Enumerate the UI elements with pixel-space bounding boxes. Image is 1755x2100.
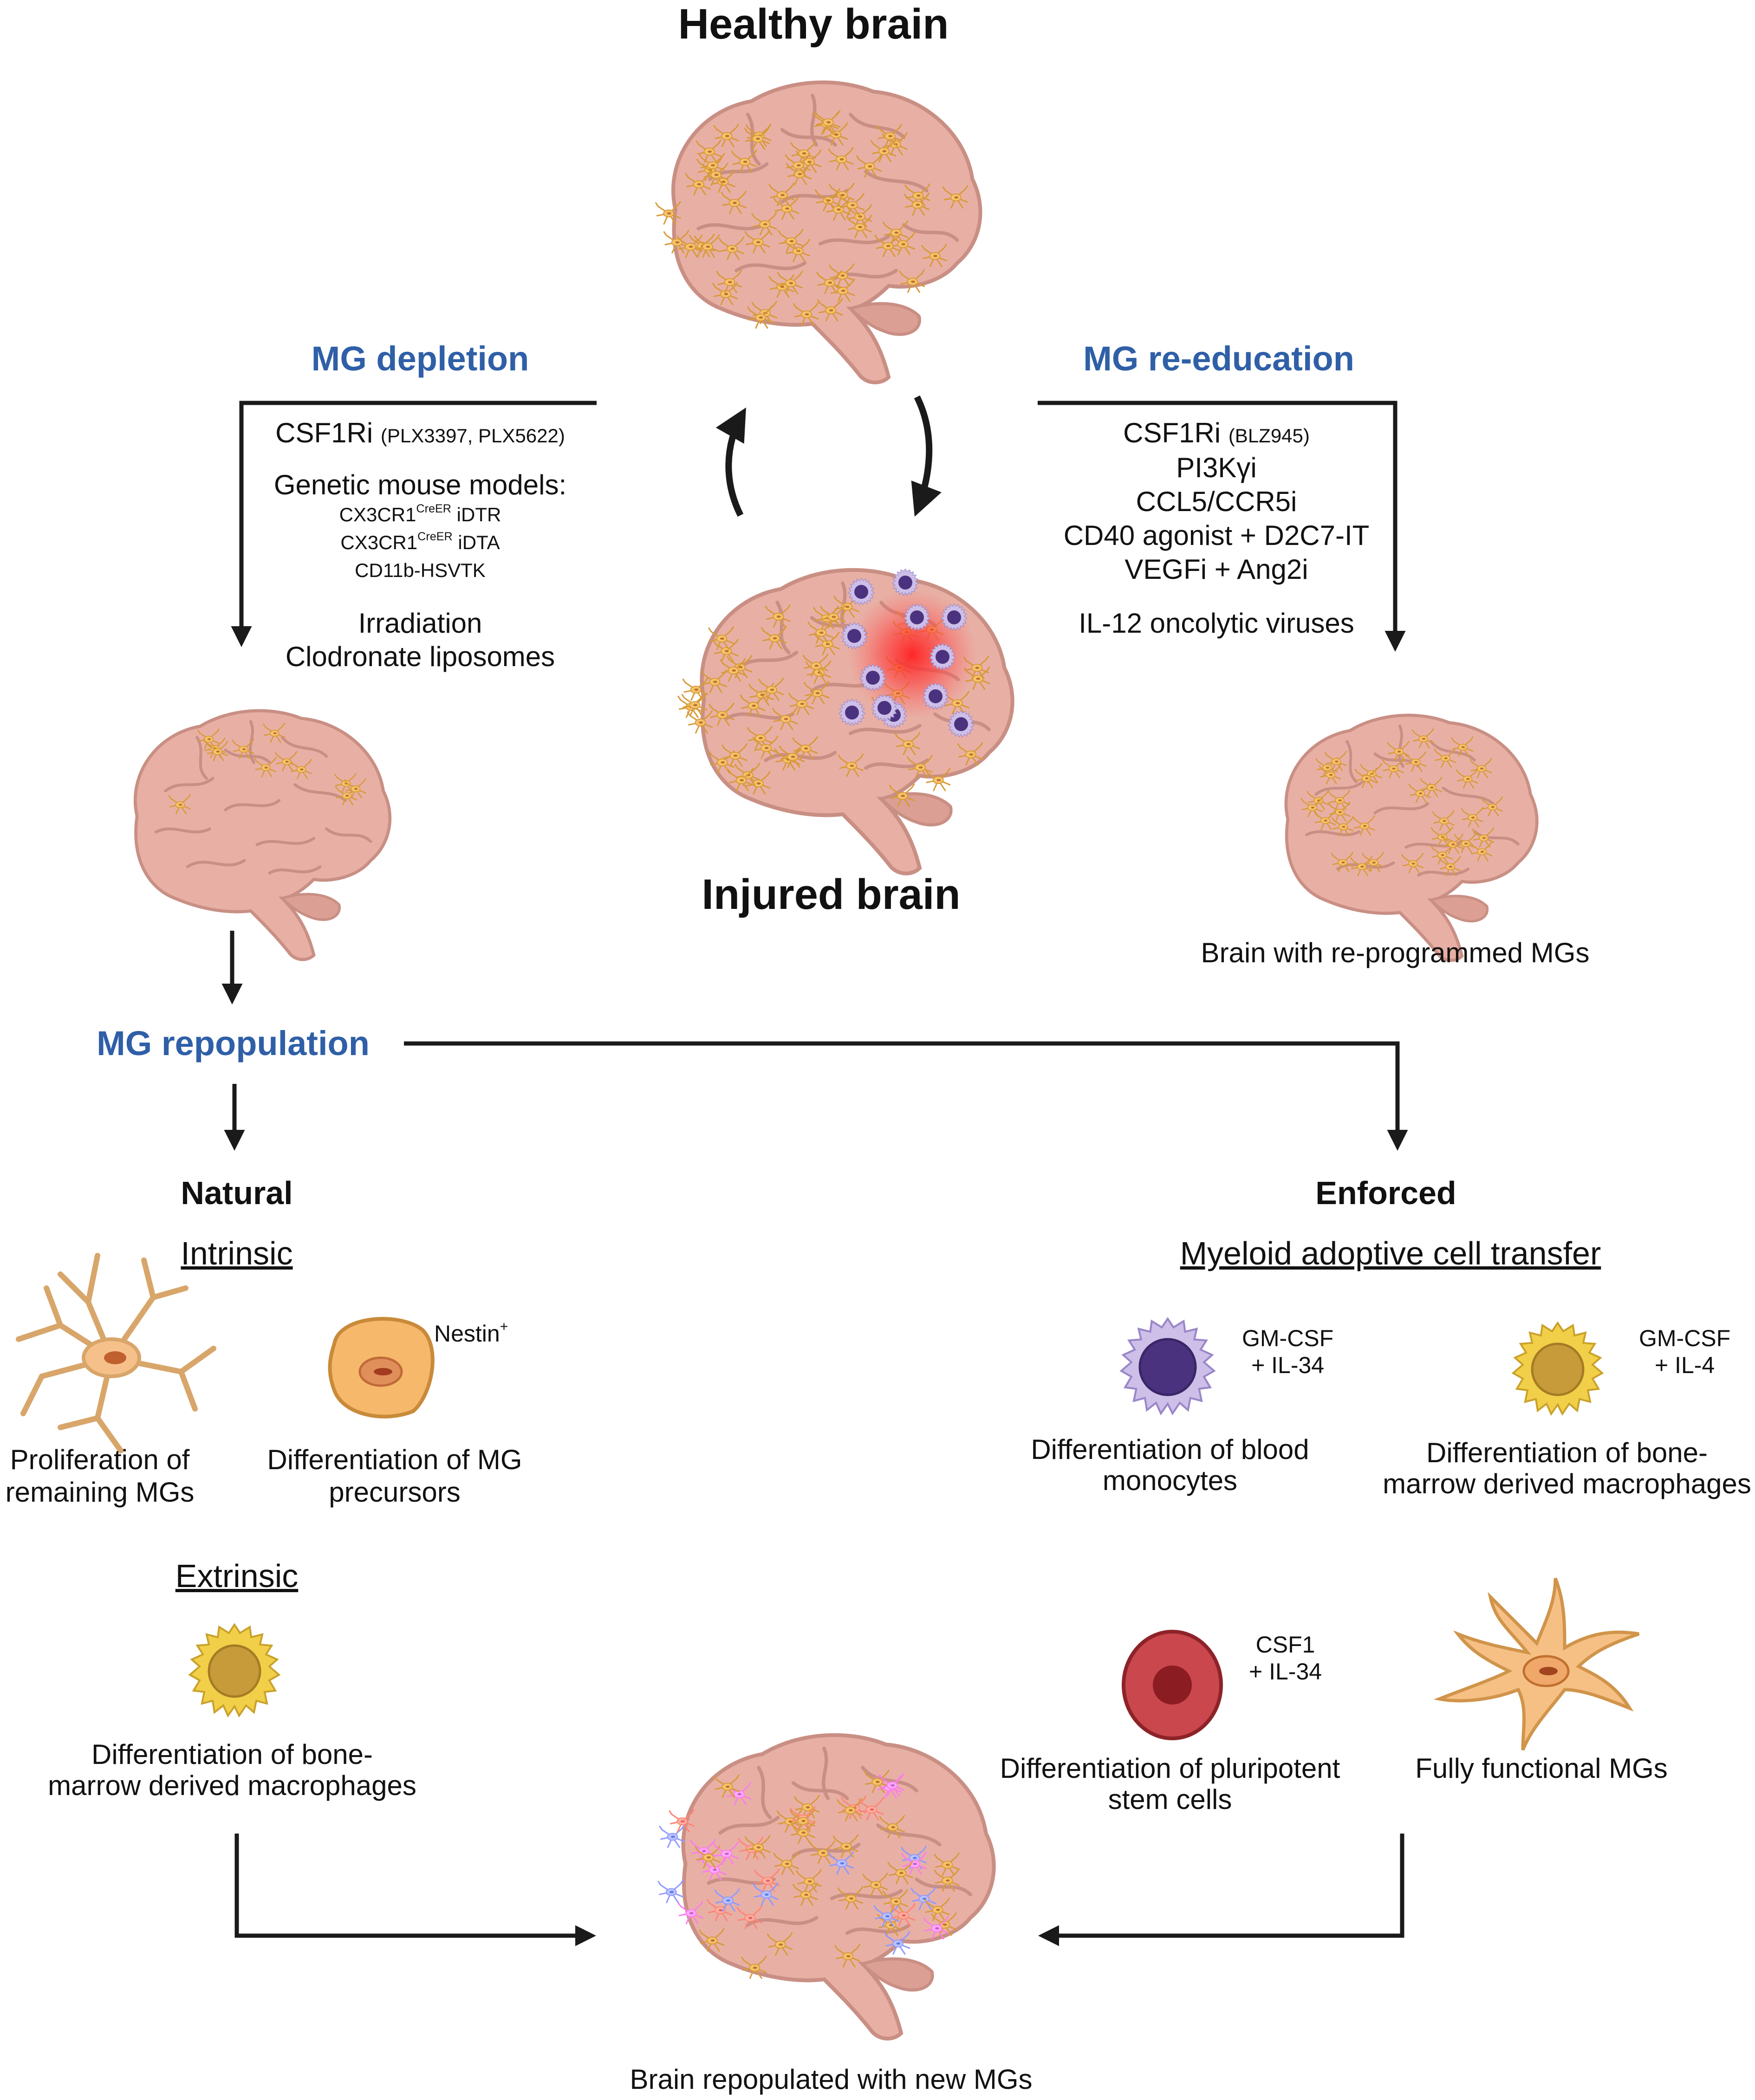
repopulated-brain-caption: Brain repopulated with new MGs: [630, 2064, 1033, 2095]
genetic-model-2: CX3CR1CreER iDTA: [340, 531, 500, 554]
injured-brain-title: Injured brain: [702, 871, 961, 918]
infiltrating-monocyte: [948, 710, 975, 738]
proliferation-line-1: Proliferation of: [10, 1444, 190, 1475]
model-2-base: CX3CR1: [340, 531, 418, 553]
mg-precursor-icon: [328, 1317, 435, 1419]
natural-heading: Natural: [181, 1175, 293, 1211]
reeducation-arrow: [1038, 401, 1406, 652]
gm-il34-label: GM-CSF+ IL-34: [1242, 1325, 1333, 1379]
depletion-csf1ri-detail: (PLX3397, PLX5622): [380, 425, 565, 447]
functional-mgs-label: Fully functional MGs: [1415, 1753, 1668, 1784]
natural-macrophage-line-2: marrow derived macrophages: [48, 1770, 416, 1801]
model-1-suffix: iDTR: [451, 504, 501, 525]
csf1-il34-line-2: + IL-34: [1249, 1658, 1322, 1685]
depletion-csf1ri-label: CSF1Ri: [275, 417, 373, 448]
depletion-arrow: [231, 401, 597, 647]
infiltrating-monocyte: [929, 643, 956, 670]
genetic-model-1: CX3CR1CreER iDTR: [339, 502, 501, 526]
depletion-clodronate: Clodronate liposomes: [285, 641, 555, 672]
infiltrating-monocyte: [922, 682, 949, 710]
infiltrating-monocyte: [904, 603, 930, 631]
reprogrammed-brain-caption: Brain with re-programmed MGs: [1201, 937, 1590, 968]
infiltrating-monocyte: [892, 569, 919, 596]
reeducation-item-2: CCL5/CCR5i: [1136, 486, 1297, 517]
monocytes-line-1: Differentiation of blood: [1031, 1434, 1309, 1465]
depleted-brain-illustration: [135, 711, 390, 959]
nestin-base: Nestin: [434, 1321, 500, 1347]
stem-cells-line-2: stem cells: [1108, 1784, 1232, 1815]
infiltrating-monocyte: [859, 664, 886, 691]
gm-il34-line-1: GM-CSF: [1242, 1325, 1334, 1351]
reeducation-csf1ri-label: CSF1Ri: [1123, 417, 1221, 448]
nestin-sup: +: [500, 1319, 508, 1335]
resting-microglia-icon: [16, 1253, 216, 1453]
gm-il34-line-2: + IL-34: [1251, 1352, 1325, 1378]
intrinsic-heading: Intrinsic: [181, 1235, 293, 1271]
healthy-brain-title: Healthy brain: [678, 0, 949, 48]
model-1-sup: CreER: [416, 502, 451, 516]
reeducation-item-4: VEGFi + Ang2i: [1124, 554, 1308, 585]
injured-brain-illustration: [677, 569, 1013, 874]
reeducation-item-3: CD40 agonist + D2C7-IT: [1063, 520, 1370, 551]
infiltrating-monocyte: [848, 578, 875, 605]
stem-cells-line-1: Differentiation of pluripotent: [1000, 1753, 1340, 1784]
repopulation-heading: MG repopulation: [97, 1024, 370, 1063]
repopulated-brain-illustration: [657, 1735, 994, 2039]
enforced-macrophage-line-1: Differentiation of bone-: [1426, 1437, 1708, 1468]
reeducation-viruses: IL-12 oncolytic viruses: [1079, 608, 1354, 639]
healthy-brain-illustration: [655, 82, 981, 382]
reeducation-csf1ri-detail: (BLZ945): [1228, 425, 1310, 447]
infiltrating-monocyte: [841, 622, 868, 649]
enforced-macrophage-line-2: marrow derived macrophages: [1383, 1468, 1751, 1499]
depletion-heading: MG depletion: [311, 339, 529, 378]
model-2-sup: CreER: [417, 530, 453, 544]
reeducation-csf1ri: CSF1Ri (BLZ945): [1123, 417, 1310, 449]
reeducation-item-1: PI3Kγi: [1176, 452, 1257, 483]
model-1-base: CX3CR1: [339, 504, 416, 525]
pluripotent-stem-cell-icon: [1122, 1630, 1223, 1740]
csf1-il34-label: CSF1+ IL-34: [1249, 1632, 1322, 1685]
infiltrating-monocyte: [941, 603, 968, 631]
blood-monocyte-icon: [1121, 1319, 1214, 1413]
precursors-line-2: precursors: [329, 1477, 461, 1508]
natural-macrophage-line-1: Differentiation of bone-: [91, 1739, 373, 1770]
microglia-cell: [659, 1824, 685, 1848]
csf1-il34-line-1: CSF1: [1255, 1632, 1315, 1658]
repopulation-to-enforced-arrow: [404, 1041, 1408, 1151]
gm-il4-line-1: GM-CSF: [1639, 1325, 1731, 1351]
monocytes-line-2: monocytes: [1102, 1465, 1238, 1496]
nestin-label: Nestin+: [434, 1319, 508, 1348]
genetic-model-3: CD11b-HSVTK: [355, 559, 486, 581]
genetic-models-heading: Genetic mouse models:: [273, 469, 567, 500]
reeducation-heading: MG re-education: [1083, 339, 1354, 378]
reprogrammed-brain-illustration: [1286, 715, 1537, 960]
adoptive-transfer-heading: Myeloid adoptive cell transfer: [1180, 1235, 1601, 1271]
enforced-to-brain-arrow: [1038, 1834, 1404, 1946]
microglia-cell: [657, 1880, 684, 1904]
infiltrating-monocyte: [871, 694, 898, 721]
healthy-to-injured-arrow: [911, 395, 942, 517]
infiltrating-monocyte: [838, 699, 865, 726]
injured-to-healthy-arrow: [715, 407, 746, 517]
depletion-irradiation: Irradiation: [358, 608, 482, 639]
enforced-heading: Enforced: [1315, 1175, 1456, 1211]
bone-marrow-macrophage-icon: [189, 1624, 280, 1717]
depletion-csf1ri: CSF1Ri (PLX3397, PLX5622): [275, 417, 565, 449]
gm-il4-line-2: + IL-4: [1654, 1352, 1715, 1378]
proliferation-line-2: remaining MGs: [5, 1477, 195, 1508]
extrinsic-heading: Extrinsic: [175, 1558, 299, 1594]
enforced-macrophage-icon: [1512, 1322, 1603, 1415]
natural-to-brain-arrow: [234, 1834, 596, 1946]
precursors-line-1: Differentiation of MG: [267, 1444, 522, 1475]
model-2-suffix: iDTA: [452, 531, 500, 553]
functional-microglia-icon: [1433, 1577, 1640, 1751]
gm-il4-label: GM-CSF+ IL-4: [1639, 1325, 1730, 1379]
